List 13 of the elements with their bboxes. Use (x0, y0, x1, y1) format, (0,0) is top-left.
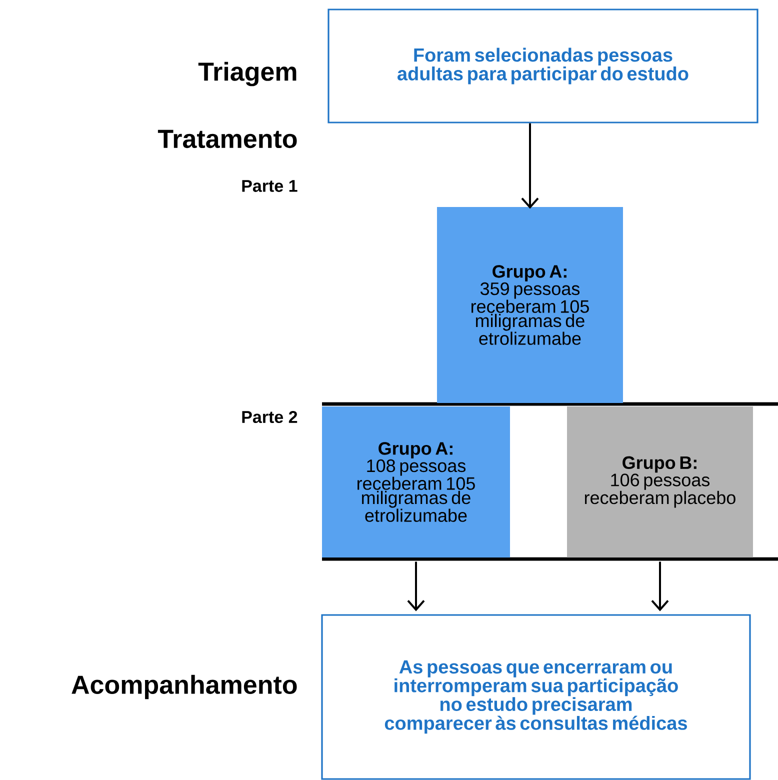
arrow (521, 123, 539, 209)
stage-label: Parte 2 (242, 410, 298, 424)
stage-label: Parte 1 (242, 180, 298, 192)
stage-label: Triagem (198, 62, 296, 86)
arrow (407, 562, 425, 612)
text-box: As pessoas que encerraram ou interromperam sua participação no estudo precisaram comparecer às consultas médicas (321, 614, 751, 780)
group-box: Grupo A: 359 pessoas receberam 105 miligramas de etrolizumabe (437, 207, 623, 403)
stage-label: Tratamento (158, 130, 297, 148)
arrow (651, 562, 669, 612)
stage-label: Acompanhamento (72, 674, 297, 700)
group-box: Grupo A: 108 pessoas receberam 105 miligramas de etrolizumabe (322, 406, 510, 558)
group-box: Grupo B: 106 pessoas receberam placebo (567, 406, 753, 558)
text-box: Foram selecionadas pessoas adultas para participar do estudo (328, 8, 758, 124)
